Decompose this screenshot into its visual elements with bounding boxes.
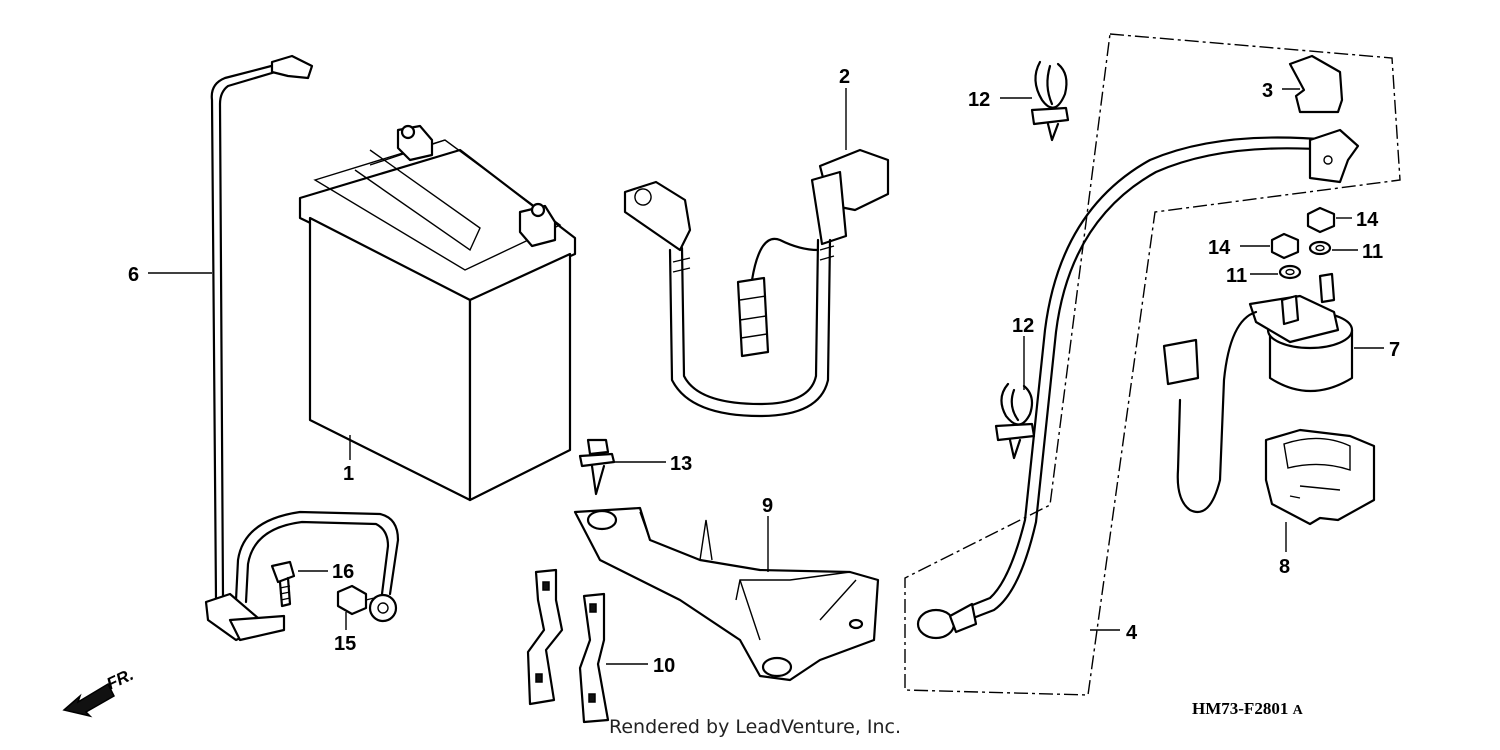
callout-1: 1 xyxy=(343,463,354,485)
callout-15: 15 xyxy=(334,633,356,655)
callout-11-upper: 11 xyxy=(1362,241,1383,263)
starter-motor-cable[interactable] xyxy=(916,128,1360,640)
watermark: Rendered by LeadVenture, Inc. xyxy=(609,716,902,738)
cable-assembly-boundary xyxy=(904,33,1401,696)
nut-14-upper[interactable] xyxy=(1306,206,1336,234)
washer-11-lower[interactable] xyxy=(1278,264,1302,280)
callout-9: 9 xyxy=(762,495,773,517)
callout-4: 4 xyxy=(1126,622,1138,644)
callout-7: 7 xyxy=(1389,339,1400,361)
callout-11-lower: 11 xyxy=(1226,265,1247,287)
callout-13: 13 xyxy=(670,453,692,475)
callout-14-lower: 14 xyxy=(1208,237,1231,259)
callout-2: 2 xyxy=(839,66,850,88)
battery-holder-plate[interactable] xyxy=(573,506,880,682)
callout-16: 16 xyxy=(332,561,354,583)
callout-12-upper: 12 xyxy=(968,89,990,111)
battery[interactable] xyxy=(298,124,577,502)
callout-8: 8 xyxy=(1279,556,1290,578)
nut-14-lower[interactable] xyxy=(1270,232,1300,260)
callout-6: 6 xyxy=(128,264,139,286)
callout-10: 10 xyxy=(653,655,675,677)
relay-cushion[interactable] xyxy=(1264,428,1376,526)
front-arrow-icon xyxy=(62,682,115,718)
wire-clamp-12-upper[interactable] xyxy=(1030,60,1070,142)
bolt-16[interactable] xyxy=(270,560,296,608)
wire-clamp-12-lower[interactable] xyxy=(994,382,1036,460)
negative-cable[interactable] xyxy=(204,54,400,642)
washer-11-upper[interactable] xyxy=(1308,240,1332,256)
starter-relay[interactable] xyxy=(1162,272,1354,513)
callout-12-lower: 12 xyxy=(1012,315,1034,337)
callout-14-upper: 14 xyxy=(1356,209,1379,231)
nut-15[interactable] xyxy=(336,584,375,616)
callout-3: 3 xyxy=(1262,80,1273,102)
terminal-cover[interactable] xyxy=(1288,54,1344,114)
positive-cable[interactable] xyxy=(623,148,890,418)
diagram-code: HM73-F2801 A xyxy=(1192,699,1304,718)
push-clip-13[interactable] xyxy=(578,438,616,496)
stay-bracket[interactable] xyxy=(526,568,610,724)
